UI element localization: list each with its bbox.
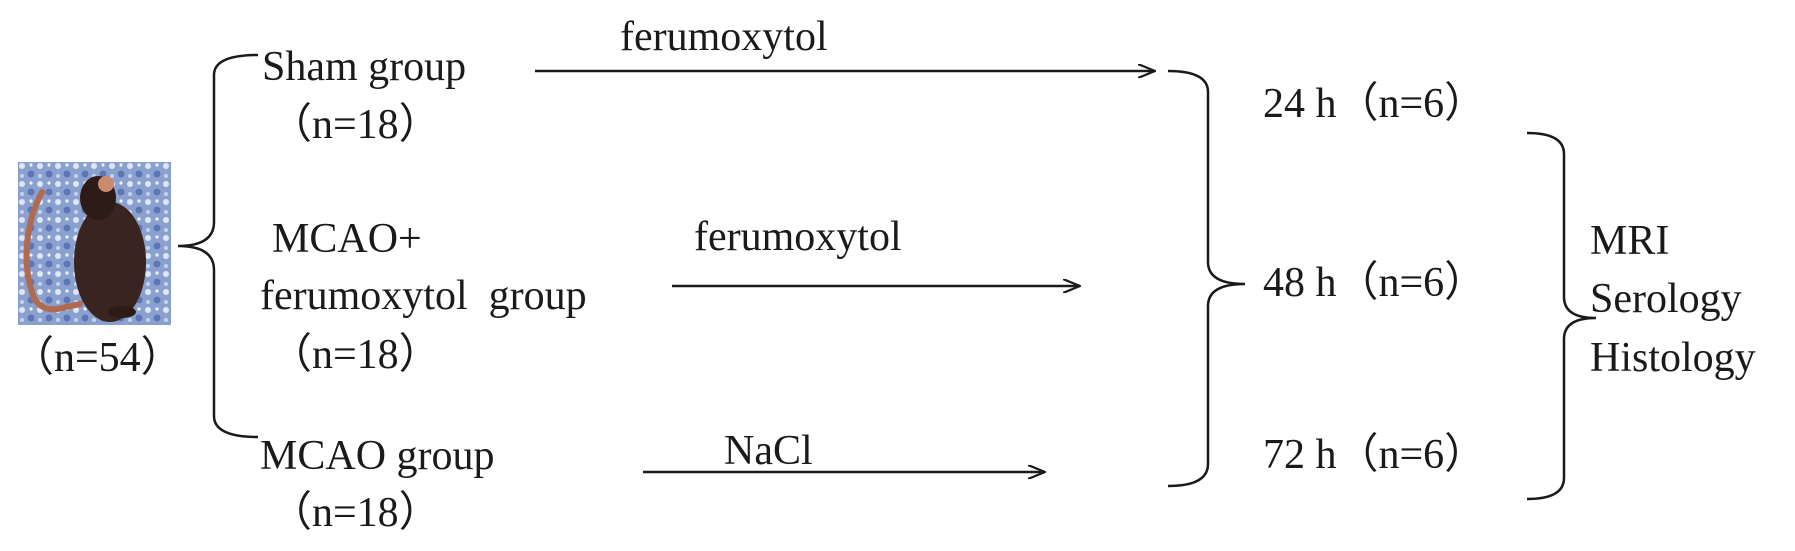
treatment-label-mcao-ferumoxytol: ferumoxytol bbox=[694, 214, 902, 260]
left-brace bbox=[177, 53, 259, 439]
outcome-serology: Serology bbox=[1590, 276, 1742, 322]
source-count: （n=54） bbox=[12, 335, 183, 381]
treatment-label-nacl: NaCl bbox=[724, 428, 813, 474]
group-label-sham: Sham group bbox=[262, 44, 467, 90]
group-label-mcao-ferumoxytol-line2: ferumoxytol group bbox=[260, 273, 587, 319]
treatment-label-sham: ferumoxytol bbox=[620, 14, 828, 60]
middle-brace bbox=[1167, 69, 1246, 488]
group-count-sham: （n=18） bbox=[270, 102, 441, 148]
right-brace bbox=[1526, 131, 1597, 501]
group-label-mcao-ferumoxytol-line1: MCAO+ bbox=[272, 216, 422, 262]
timepoint-48h: 48 h（n=6） bbox=[1263, 260, 1487, 306]
group-count-mcao-ferumoxytol: （n=18） bbox=[270, 332, 441, 378]
group-count-mcao: （n=18） bbox=[270, 490, 441, 536]
outcome-histology: Histology bbox=[1590, 335, 1756, 381]
timepoint-24h: 24 h（n=6） bbox=[1263, 81, 1487, 127]
mouse-photo bbox=[18, 162, 171, 325]
timepoint-72h: 72 h（n=6） bbox=[1263, 432, 1487, 478]
group-label-mcao: MCAO group bbox=[260, 433, 495, 479]
outcome-mri: MRI bbox=[1590, 218, 1670, 264]
